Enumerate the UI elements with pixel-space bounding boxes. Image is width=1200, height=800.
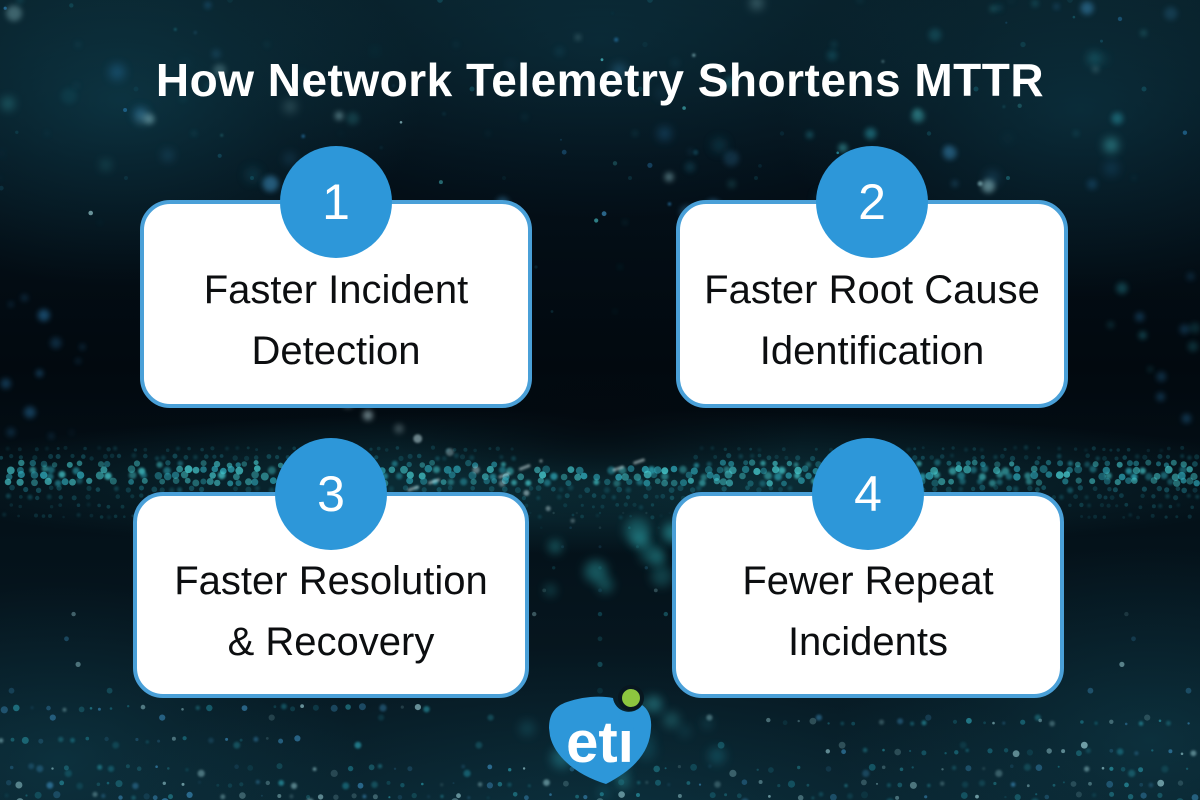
step-2-number-badge: 2 [816, 146, 928, 258]
step-label: Faster Resolution & Recovery [137, 496, 525, 694]
step-label-line: Fewer Repeat [742, 559, 994, 603]
step-label: Faster Root Cause Identification [680, 204, 1064, 404]
step-4-number-badge: 4 [812, 438, 924, 550]
step-label-line: Incidents [787, 620, 949, 664]
step-label-line: Faster Root Cause [704, 268, 1040, 312]
step-label-line: Faster Incident [203, 268, 469, 312]
step-label-line: & Recovery [227, 620, 435, 664]
step-number: 2 [858, 174, 886, 230]
step-number: 1 [322, 174, 350, 230]
page-title: How Network Telemetry Shortens MTTR [155, 54, 1045, 106]
eti-logo: eti [543, 684, 657, 796]
step-number: 3 [317, 466, 345, 522]
step-1-number-badge: 1 [280, 146, 392, 258]
step-label-line: Faster Resolution [174, 559, 488, 603]
step-card-3: 3 Faster Resolution & Recovery [133, 438, 529, 698]
step-card-1: 1 Faster Incident Detection [140, 146, 532, 408]
step-label: Faster Incident Detection [144, 204, 528, 404]
step-label-line: Identification [759, 329, 985, 373]
step-card-2: 2 Faster Root Cause Identification [676, 146, 1068, 408]
step-3-number-badge: 3 [275, 438, 387, 550]
logo-text: eti [566, 710, 634, 775]
logo-green-dot [618, 685, 644, 711]
step-card-4: 4 Fewer Repeat Incidents [672, 438, 1064, 698]
step-number: 4 [854, 466, 882, 522]
step-label: Fewer Repeat Incidents [676, 496, 1060, 694]
logo-i-dot-cover [619, 717, 634, 731]
step-label-line: Detection [251, 329, 421, 373]
